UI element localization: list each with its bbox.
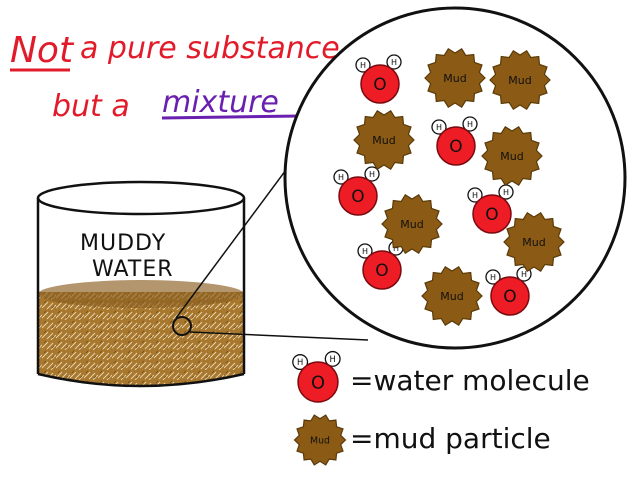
- legend-mud-text: =mud particle: [350, 422, 551, 455]
- title-not: Not: [10, 30, 75, 71]
- oxygen-atom: [490, 276, 530, 316]
- mud-label: Mud: [508, 74, 531, 87]
- beaker-label-muddy: MUDDY: [80, 231, 166, 256]
- mud-particle: Mud: [481, 125, 543, 187]
- hydrogen-atom: [357, 243, 373, 259]
- water-molecule: H HO: [467, 184, 514, 234]
- hydrogen-label: H: [362, 247, 368, 256]
- hydrogen-atom: [462, 116, 478, 132]
- zoom-line-lower: [189, 331, 369, 341]
- oxygen-atom: [360, 64, 400, 104]
- beaker: MUDDY WATER: [36, 180, 246, 388]
- mud-label: Mud: [400, 218, 423, 231]
- mud-label: Mud: [500, 150, 523, 163]
- title: Not a pure substance but a mixture: [10, 30, 340, 124]
- hydrogen-label: H: [297, 357, 303, 367]
- oxygen-label: O: [503, 287, 516, 307]
- oxygen-atom: [297, 361, 339, 403]
- water-molecule: H HO: [485, 266, 532, 316]
- hydrogen-label: H: [393, 244, 399, 253]
- water-molecule: H HO: [333, 166, 380, 216]
- mud-particle: Mud: [381, 193, 443, 255]
- hydrogen-atom: [364, 166, 380, 182]
- oxygen-label: O: [449, 137, 462, 157]
- mud-particle: Mud: [353, 109, 415, 171]
- oxygen-label: O: [375, 261, 388, 281]
- mud-particle-shape: [353, 109, 415, 171]
- hydrogen-atom: [333, 169, 349, 185]
- water-molecule: H HO: [431, 116, 478, 166]
- hydrogen-atom: [467, 187, 483, 203]
- hydrogen-label: H: [472, 191, 478, 200]
- mud-water-fill: [38, 292, 244, 386]
- mud-particle-shape: [381, 193, 443, 255]
- mud-particle-shape: [503, 211, 565, 273]
- mud-particle: Mud: [421, 265, 483, 327]
- hydrogen-atom: [431, 119, 447, 135]
- oxygen-atom: [338, 176, 378, 216]
- hydrogen-atom: [292, 354, 309, 371]
- hydrogen-label: H: [360, 61, 366, 70]
- mud-label: Mud: [372, 134, 395, 147]
- mud-particle: Mud: [503, 211, 565, 273]
- hydrogen-atom: [355, 57, 371, 73]
- mud-particle-shape: [481, 125, 543, 187]
- title-mixture-underline: [161, 114, 301, 120]
- title-line2-prefix: but a: [52, 89, 130, 124]
- title-line1-rest: a pure substance: [80, 31, 340, 66]
- legend-water-text: =water molecule: [350, 364, 590, 397]
- water-molecule: H HO: [355, 54, 402, 104]
- hydrogen-label: H: [503, 188, 509, 197]
- hydrogen-label: H: [467, 120, 473, 129]
- mud-particle-shape: [489, 49, 551, 111]
- mud-particle: Mud: [424, 47, 486, 109]
- hydrogen-atom: [386, 54, 402, 70]
- mud-particle-shape: [293, 414, 347, 466]
- hydrogen-label: H: [521, 270, 527, 279]
- hydrogen-atom: [324, 350, 341, 367]
- oxygen-label: O: [373, 75, 386, 95]
- oxygen-atom: [472, 194, 512, 234]
- oxygen-label: O: [311, 372, 325, 393]
- oxygen-label: O: [351, 187, 364, 207]
- hydrogen-label: H: [490, 273, 496, 282]
- mud-label: Mud: [522, 236, 545, 249]
- oxygen-label: O: [485, 205, 498, 225]
- mud-label: Mud: [440, 290, 463, 303]
- zoom-spot: [172, 316, 192, 336]
- mud-particle: Mud: [489, 49, 551, 111]
- hydrogen-label: H: [330, 354, 336, 364]
- oxygen-atom: [436, 126, 476, 166]
- title-mixture: mixture: [162, 85, 279, 120]
- mud-label: Mud: [443, 72, 466, 85]
- mud-particle-shape: [424, 47, 486, 109]
- beaker-label-water: WATER: [92, 257, 174, 282]
- hydrogen-atom: [485, 269, 501, 285]
- hydrogen-label: H: [391, 58, 397, 67]
- mud-surface: [38, 280, 244, 308]
- mud-label: Mud: [310, 435, 330, 446]
- mud-particle-shape: [421, 265, 483, 327]
- mud-particle: Mud: [293, 414, 347, 466]
- beaker-base: [37, 372, 245, 388]
- hydrogen-label: H: [436, 123, 442, 132]
- oxygen-atom: [362, 250, 402, 290]
- legend: =water molecule =mud particle H HO Mud: [292, 350, 590, 466]
- hydrogen-label: H: [369, 170, 375, 179]
- water-molecule: H HO: [292, 350, 341, 403]
- beaker-rim: [36, 180, 246, 216]
- hydrogen-label: H: [338, 173, 344, 182]
